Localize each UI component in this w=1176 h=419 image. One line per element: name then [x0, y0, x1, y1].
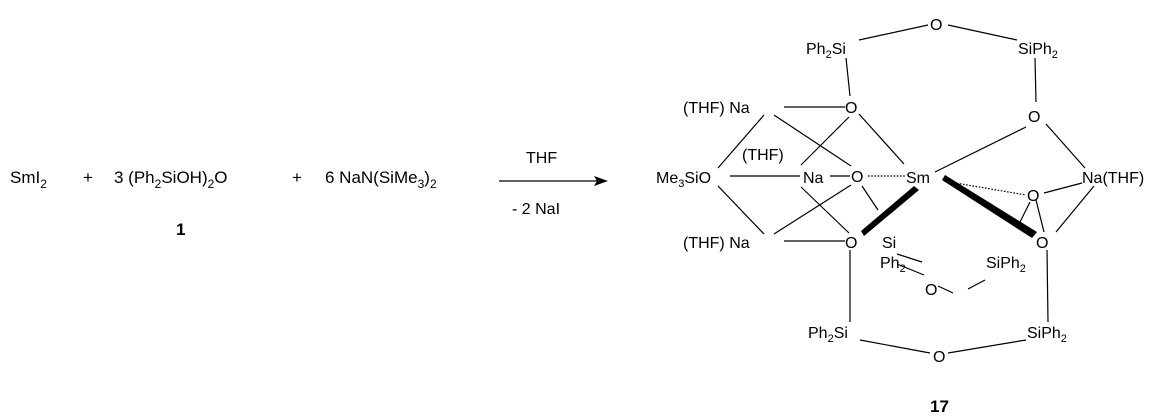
thf-ligand-middle: (THF)	[742, 147, 784, 164]
solvent-label: THF	[526, 150, 557, 167]
ph2si-top-left: Ph2Si	[806, 41, 846, 61]
bond	[947, 339, 1027, 354]
sodium-right: Na(THF)	[1082, 170, 1144, 187]
me3sio-group: Me3SiO	[656, 170, 711, 190]
bond	[1046, 249, 1049, 323]
siph2-lower-middle: SiPh2	[986, 255, 1026, 275]
oxygen-bottom: O	[933, 349, 945, 366]
siph2-top-right: SiPh2	[1018, 41, 1058, 61]
bond	[1035, 199, 1045, 233]
plus-sign: +	[292, 168, 302, 187]
reactants: SmI2 + 3 (Ph2SiOH)2O + 6 NaN(SiMe3)2 1	[10, 168, 437, 239]
sodium-middle: Na	[803, 170, 824, 187]
oxygen-upper-center: O	[845, 100, 857, 117]
bond	[800, 116, 850, 166]
bond	[947, 24, 1018, 41]
byproduct-label: - 2 NaI	[512, 201, 560, 218]
bond	[1043, 182, 1083, 194]
oxygen-upper-right: O	[1028, 109, 1040, 126]
sodium-lower: (THF) Na	[683, 235, 750, 252]
reaction-arrow: THF - 2 NaI	[499, 150, 608, 218]
compound-number-17: 17	[930, 397, 949, 416]
si-ph2-lower-ph: Ph2	[880, 255, 906, 275]
bond	[1055, 185, 1095, 233]
bond	[1019, 201, 1031, 223]
siph2-bottom-right: SiPh2	[1027, 325, 1067, 345]
bond	[934, 126, 1027, 173]
oxygen-lower-center: O	[845, 235, 857, 252]
product-labels: O Ph2Si SiPh2 O O (THF) Na Me3SiO (THF) …	[656, 17, 1144, 416]
bond	[773, 114, 852, 167]
oxygen-top: O	[930, 17, 942, 34]
bond	[896, 253, 923, 263]
bond	[967, 279, 986, 290]
reactant-smi2: SmI2	[10, 168, 47, 191]
oxygen-center: O	[851, 169, 863, 186]
samarium: Sm	[906, 170, 930, 187]
wedge-bond	[861, 186, 919, 236]
product-bonds	[717, 24, 1095, 354]
ph2si-bottom-left: Ph2Si	[808, 325, 848, 345]
wedge-bond	[942, 175, 1037, 238]
sodium-upper: (THF) Na	[683, 100, 750, 117]
bond	[896, 263, 925, 276]
bond	[858, 113, 905, 165]
bond	[1034, 57, 1037, 103]
si-ph2-lower: Si	[882, 235, 896, 252]
bond	[859, 339, 931, 354]
plus-sign: +	[83, 168, 93, 187]
bond	[1045, 123, 1086, 169]
bond	[717, 114, 765, 169]
arrow-head	[594, 176, 608, 186]
oxygen-lower-right: O	[1036, 235, 1048, 252]
bond	[861, 185, 879, 211]
compound-number-1: 1	[176, 220, 185, 239]
oxygen-lower-middle: O	[925, 282, 937, 299]
reactant-siloxanediol: 3 (Ph2SiOH)2O	[114, 168, 228, 191]
bond	[937, 285, 954, 294]
bond	[717, 185, 765, 235]
bond	[800, 186, 850, 234]
oxygen-right: O	[1027, 188, 1039, 205]
bond	[845, 57, 851, 97]
bond	[858, 24, 929, 41]
reactant-nahmds: 6 NaN(SiMe3)2	[325, 168, 437, 191]
bond	[773, 184, 852, 235]
